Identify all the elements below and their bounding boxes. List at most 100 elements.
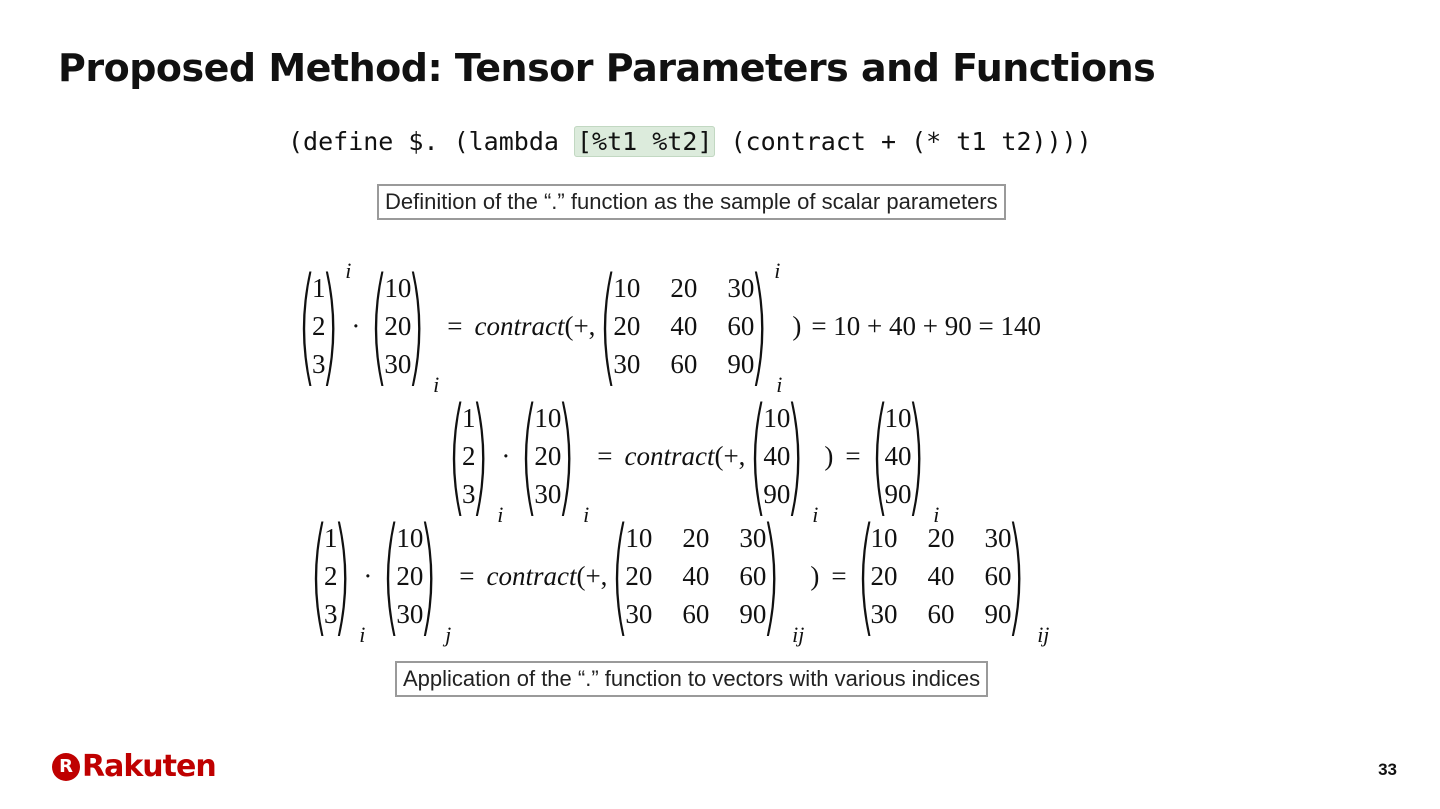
matrix-cell: 20 bbox=[682, 523, 710, 553]
matrix-cell: 40 bbox=[927, 561, 955, 591]
vector-1: ( 1 2 3 ) i bbox=[297, 251, 352, 400]
matrix: ( 10 20 30 20 40 60 30 60 90 ) i i bbox=[598, 251, 783, 400]
contract-label: contract bbox=[624, 440, 715, 471]
slide-title: Proposed Method: Tensor Parameters and F… bbox=[58, 46, 1156, 90]
contract-args: (+, bbox=[564, 310, 596, 341]
vector-cell: 10 bbox=[884, 403, 912, 433]
matrix-cell: 90 bbox=[739, 599, 767, 629]
contract-args: (+, bbox=[576, 560, 608, 591]
vector-cell: 3 bbox=[323, 599, 338, 629]
dot-operator: · bbox=[501, 440, 511, 471]
vector-1: ( 1 2 3 ) i bbox=[309, 501, 366, 650]
matrix-cell: 30 bbox=[613, 349, 641, 379]
equals-sign: = bbox=[845, 440, 861, 471]
subscript-index: ij bbox=[792, 622, 805, 647]
matrix-cell: 20 bbox=[625, 561, 653, 591]
vector-cell: 1 bbox=[461, 403, 476, 433]
result-expression: = 10 + 40 + 90 = 140 bbox=[811, 310, 1041, 341]
subscript-index: i bbox=[497, 502, 504, 527]
contract-label: contract bbox=[486, 560, 577, 591]
equals-sign: = bbox=[831, 560, 847, 591]
vector-cell: 3 bbox=[461, 479, 476, 509]
vector-cell: 30 bbox=[396, 599, 424, 629]
dot-operator: · bbox=[363, 560, 373, 591]
code-prefix: (define $. (lambda bbox=[288, 127, 574, 156]
close-paren: ) bbox=[810, 560, 820, 591]
vector-cell: 20 bbox=[384, 311, 412, 341]
matrix-cell: 20 bbox=[870, 561, 898, 591]
vector-cell: 2 bbox=[311, 311, 326, 341]
matrix-cell: 20 bbox=[670, 273, 698, 303]
vector-cell: 40 bbox=[763, 441, 791, 471]
vector-2: ( 10 20 30 ) i bbox=[519, 381, 590, 530]
vector-cell: 90 bbox=[763, 479, 791, 509]
subscript-index: i bbox=[433, 372, 440, 397]
code-highlight-params: [%t1 %t2] bbox=[573, 126, 716, 157]
subscript-index: i bbox=[583, 502, 590, 527]
matrix-cell: 30 bbox=[739, 523, 767, 553]
caption-definition: Definition of the “.” function as the sa… bbox=[377, 184, 1006, 220]
matrix-cell: 40 bbox=[682, 561, 710, 591]
matrix-cell: 60 bbox=[984, 561, 1012, 591]
matrix-cell: 90 bbox=[727, 349, 755, 379]
matrix-cell: 10 bbox=[613, 273, 641, 303]
vector-cell: 90 bbox=[884, 479, 912, 509]
matrix-cell: 60 bbox=[682, 599, 710, 629]
code-definition: (define $. (lambda [%t1 %t2] (contract +… bbox=[288, 122, 1092, 162]
vector-product: ( 10 40 90 ) i bbox=[748, 381, 819, 530]
matrix-cell: 20 bbox=[613, 311, 641, 341]
superscript-index: i bbox=[774, 258, 781, 283]
equals-sign: = bbox=[597, 440, 613, 471]
matrix-result: ( 10 20 30 20 40 60 30 60 90 ) ij bbox=[856, 501, 1050, 650]
code-suffix: (contract + (* t1 t2)))) bbox=[715, 127, 1092, 156]
vector-cell: 1 bbox=[323, 523, 338, 553]
matrix-cell: 10 bbox=[870, 523, 898, 553]
vector-cell: 10 bbox=[763, 403, 791, 433]
contract-label: contract bbox=[474, 310, 565, 341]
subscript-index: ij bbox=[1037, 622, 1050, 647]
matrix-cell: 30 bbox=[727, 273, 755, 303]
rakuten-r-icon: R bbox=[52, 752, 80, 781]
subscript-index: j bbox=[445, 622, 452, 647]
vector-cell: 20 bbox=[534, 441, 562, 471]
vector-2: ( 10 20 30 ) i bbox=[369, 251, 440, 400]
subscript-index: i bbox=[776, 372, 783, 397]
subscript-index: i bbox=[812, 502, 819, 527]
vector-cell: 20 bbox=[396, 561, 424, 591]
vector-cell: 40 bbox=[884, 441, 912, 471]
vector-cell: 3 bbox=[311, 349, 326, 379]
matrix-cell: 30 bbox=[625, 599, 653, 629]
subscript-index: i bbox=[359, 622, 366, 647]
vector-cell: 10 bbox=[534, 403, 562, 433]
close-paren: ) bbox=[824, 440, 834, 471]
vector-cell: 2 bbox=[323, 561, 338, 591]
equation-outer-product: ( 1 2 3 ) i · ( 10 20 30 ) j = contract … bbox=[309, 501, 1050, 650]
matrix-cell: 60 bbox=[670, 349, 698, 379]
matrix-cell: 40 bbox=[670, 311, 698, 341]
vector-2: ( 10 20 30 ) j bbox=[381, 501, 452, 650]
matrix-cell: 60 bbox=[739, 561, 767, 591]
equation-scalar-contract: ( 1 2 3 ) i · ( 10 20 30 ) i = contract … bbox=[297, 251, 1041, 400]
vector-result: ( 10 40 90 ) i bbox=[870, 381, 940, 530]
subscript-index: i bbox=[933, 502, 940, 527]
close-paren: ) bbox=[792, 310, 802, 341]
matrix-cell: 90 bbox=[984, 599, 1012, 629]
dot-operator: · bbox=[351, 310, 361, 341]
matrix-cell: 60 bbox=[927, 599, 955, 629]
contract-args: (+, bbox=[714, 440, 746, 471]
vector-cell: 2 bbox=[461, 441, 476, 471]
matrix-cell: 10 bbox=[625, 523, 653, 553]
vector-cell: 30 bbox=[534, 479, 562, 509]
page-number: 33 bbox=[1378, 760, 1397, 779]
vector-cell: 10 bbox=[396, 523, 424, 553]
vector-1: ( 1 2 3 ) i bbox=[447, 381, 504, 530]
matrix: ( 10 20 30 20 40 60 30 60 90 ) ij bbox=[610, 501, 805, 650]
equals-sign: = bbox=[459, 560, 475, 591]
matrix-cell: 60 bbox=[727, 311, 755, 341]
superscript-index: i bbox=[345, 258, 352, 283]
vector-cell: 10 bbox=[384, 273, 412, 303]
logo-text: Rakuten bbox=[82, 749, 217, 784]
matrix-cell: 30 bbox=[984, 523, 1012, 553]
rakuten-logo: R Rakuten bbox=[52, 749, 217, 784]
vector-cell: 1 bbox=[311, 273, 326, 303]
